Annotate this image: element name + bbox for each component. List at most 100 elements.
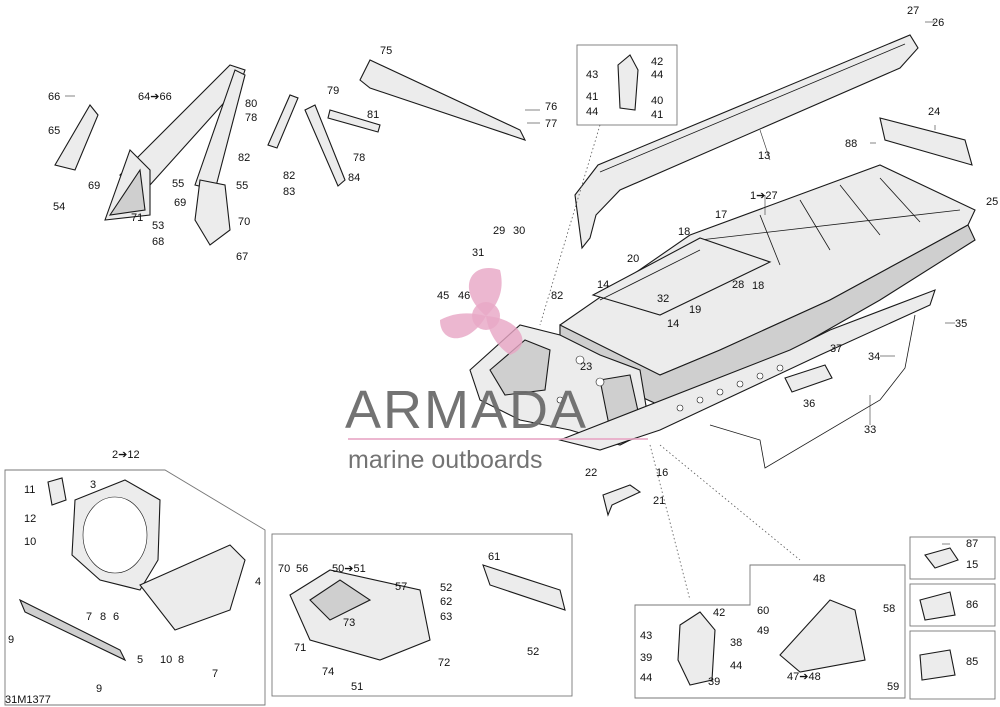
tunnel-side-panel [574,34,919,250]
callout: 44 [640,672,652,684]
callout: 68 [152,236,164,248]
callout: 58 [883,603,895,615]
watermark-armada: ARMADA marine outboards [345,268,648,474]
callout: 86 [966,599,978,611]
box-front-bulkhead-assembly [4,469,266,706]
callout: 22 [585,467,597,479]
callout: 55 [236,180,248,192]
callout: 18 [752,280,764,292]
callout: 87 [966,538,978,550]
callout: 54 [53,201,65,213]
running-board [558,289,936,451]
box-rear-bracket [634,564,906,699]
callout: 88 [845,138,857,150]
inset-part-40 [617,54,639,111]
callout: 33 [864,424,876,436]
callout-labels: 27 26 24 88 13 1➔27 25 17 18 20 28 18 14… [8,5,998,695]
callout: 42 [713,607,725,619]
callout: 56 [296,563,308,575]
callout: 69 [174,197,186,209]
callout: 32 [657,293,669,305]
callout: 14 [597,279,609,291]
callout: 16 [656,467,668,479]
callout: 69 [88,180,100,192]
callout: 82 [283,170,295,182]
callout: 78 [353,152,365,164]
callout: 27 [907,5,919,17]
callout: 24 [928,106,940,118]
callout: 10 [24,536,36,548]
callout: 1➔27 [750,190,778,202]
callout: 25 [986,196,998,208]
callout: 76 [545,101,557,113]
callout: 18 [678,226,690,238]
callout: 3 [90,479,96,491]
callout: 29 [493,225,505,237]
callout: 57 [395,581,407,593]
callout: 77 [545,118,557,130]
callout: 14 [667,318,679,330]
steering-link-78a [267,94,299,149]
steering-link-78b [304,104,346,187]
callout: 45 [437,290,449,302]
callout: 53 [152,220,164,232]
watermark-brand: ARMADA [345,380,588,440]
callout: 67 [236,251,248,263]
callout: 43 [586,69,598,81]
callout: 17 [715,209,727,221]
callout: 65 [48,125,60,137]
callout: 9 [96,683,102,695]
callout: 7 [212,668,218,680]
callout: 39 [640,652,652,664]
callout: 71 [294,642,306,654]
callout: 39 [708,676,720,688]
callout: 41 [586,91,598,103]
callout: 26 [932,17,944,29]
steering-column-support [104,64,246,246]
callout: 85 [966,656,978,668]
callout: 78 [245,112,257,124]
callout: 28 [732,279,744,291]
callout: 13 [758,150,770,162]
callout: 34 [868,351,880,363]
callout: 20 [627,253,639,265]
callout: 70 [278,563,290,575]
box-part-85 [909,630,996,700]
watermark-tagline: marine outboards [348,446,543,474]
callout: 5 [137,654,143,666]
callout: 37 [830,343,842,355]
front-bulkhead [469,324,651,446]
callout: 46 [458,290,470,302]
callout: 30 [513,225,525,237]
callout: 63 [440,611,452,623]
callout: 19 [689,304,701,316]
callout: 7 [86,611,92,623]
callout: 66 [48,91,60,103]
callout: 44 [651,69,663,81]
part-81-link [327,109,381,133]
callout: 64➔66 [138,91,172,103]
callout: 73 [343,617,355,629]
callout: 62 [440,596,452,608]
callout: 48 [813,573,825,585]
callout: 82 [238,152,250,164]
callout: 79 [327,85,339,97]
running-board-support-rod [709,314,916,469]
box-part-86 [909,583,996,627]
watermark-rule [348,438,648,440]
callout: 9 [8,634,14,646]
callout: 60 [757,605,769,617]
callout: 21 [653,495,665,507]
callout: 44 [730,660,742,672]
callout: 41 [651,109,663,121]
box-lower-pan [271,533,573,697]
part-65-plate [54,104,99,171]
callout: 44 [586,106,598,118]
callout: 50➔51 [332,563,366,575]
callout: 42 [651,56,663,68]
callout: 31 [472,247,484,259]
callout: 49 [757,625,769,637]
callout: 23 [580,361,592,373]
callout: 12 [24,513,36,525]
callout: 83 [283,186,295,198]
